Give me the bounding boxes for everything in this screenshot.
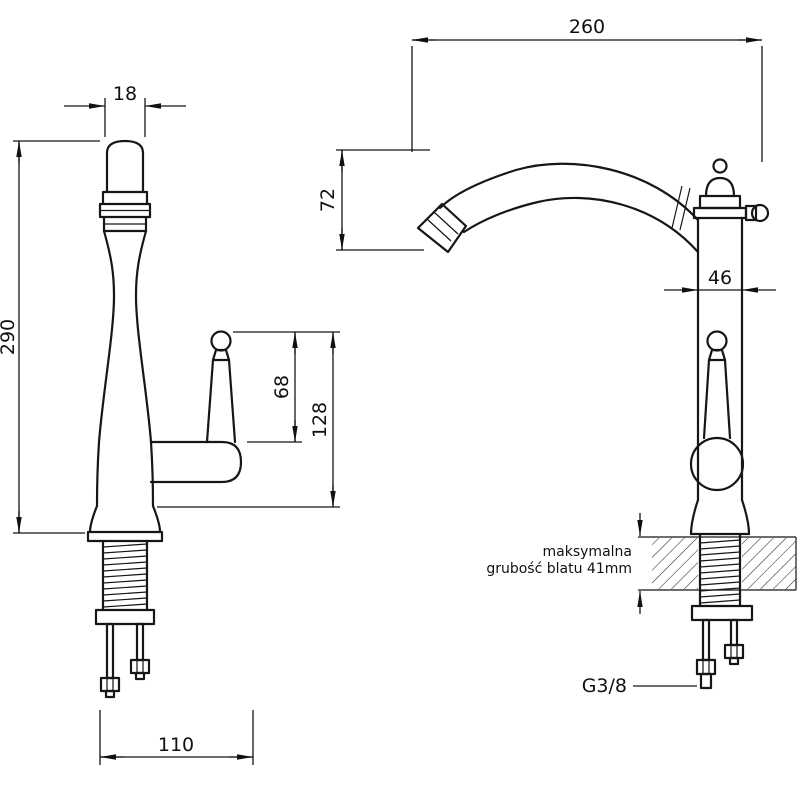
side-stud-left (701, 618, 711, 662)
dim-body-diameter: 46 (664, 267, 776, 293)
side-spout-outer-curve (438, 162, 700, 222)
side-mounting-plate (690, 604, 754, 622)
front-spout-tube (105, 139, 145, 194)
side-spout-nozzle (416, 202, 468, 254)
side-stud-right (729, 618, 739, 647)
dim-handle-span: 128 (157, 332, 340, 508)
dim-spout-drop: 72 (317, 149, 430, 251)
dim-body-diameter-label: 46 (708, 267, 732, 289)
dim-thread-callout: G3/8 (582, 675, 697, 697)
countertop-hatch-left (652, 538, 698, 589)
dim-total-height-label: 290 (0, 319, 19, 355)
front-shank-threads (102, 543, 148, 608)
side-escutcheon (689, 436, 745, 492)
side-shank-threads (699, 539, 741, 604)
thread-label: G3/8 (582, 675, 627, 697)
side-body-edges (696, 216, 744, 502)
counter-note-line1: maksymalna (543, 544, 632, 560)
dim-handle-length-label: 68 (271, 375, 293, 399)
front-handle-stem (205, 358, 237, 444)
front-handle-arm (149, 440, 243, 484)
counter-note-line2: grubość blatu 41mm (486, 561, 632, 577)
front-aerator-bands (98, 190, 152, 233)
dim-spout-reach-label: 260 (569, 16, 605, 38)
side-nut-right (723, 643, 745, 666)
front-stud-left (105, 622, 115, 680)
countertop-section (638, 532, 797, 690)
side-view-faucet (416, 158, 770, 536)
dim-base-depth: 110 (99, 710, 254, 765)
side-cap-band (698, 194, 742, 210)
dim-spout-width: 18 (64, 83, 186, 137)
side-finial-ball (712, 158, 728, 174)
side-spout-collar-rings (671, 185, 691, 231)
dim-handle-span-label: 128 (309, 402, 331, 438)
side-spout-inner-curve (462, 196, 700, 254)
front-nut-left (99, 676, 121, 699)
front-mounting-plate (94, 608, 156, 626)
front-body-right-edge (134, 229, 162, 534)
side-handle (689, 330, 745, 492)
dim-counter-thickness: maksymalna grubość blatu 41mm (486, 513, 643, 614)
dim-base-depth-label: 110 (158, 734, 194, 756)
side-handle-ball (706, 330, 728, 352)
front-stud-right (135, 622, 145, 662)
front-handle (149, 330, 243, 484)
dim-spout-width-label: 18 (113, 83, 137, 105)
dim-total-height: 290 (0, 140, 100, 534)
dim-spout-drop-label: 72 (317, 188, 339, 212)
side-handle-stem (702, 358, 732, 440)
front-body-left-edge (88, 229, 116, 534)
front-handle-ball (210, 330, 232, 352)
front-aerator-band-lines (100, 209, 150, 225)
countertop-hatch-right (742, 538, 796, 589)
front-view-faucet (86, 139, 243, 699)
side-knob (744, 203, 770, 223)
front-base-flange (86, 530, 164, 543)
front-nut-right (129, 658, 151, 681)
side-top-flange (692, 206, 748, 220)
dim-spout-reach: 260 (411, 16, 763, 162)
side-base-flare (689, 498, 751, 536)
dim-handle-length: 68 (233, 331, 340, 443)
side-finial-dome (704, 176, 736, 198)
side-tailpiece-fitting (695, 658, 717, 690)
